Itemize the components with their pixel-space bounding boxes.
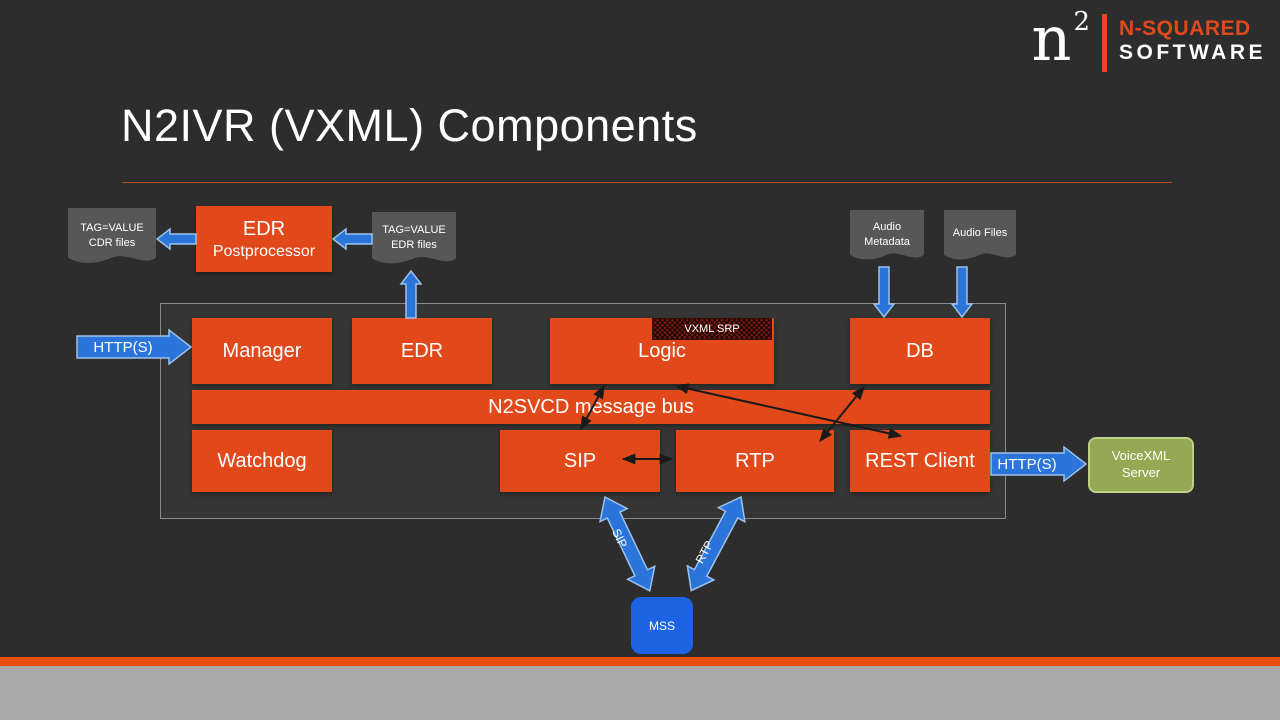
document-shape-icon — [68, 208, 156, 263]
logo-n2-mark: n2 — [1032, 8, 1090, 70]
box-edr-postprocessor: EDR Postprocessor — [196, 206, 332, 272]
logo-wordmark: N-SQUARED SOFTWARE — [1119, 8, 1266, 65]
document-shape-icon — [944, 210, 1016, 260]
doc-cdr-files: TAG=VALUE CDR files — [68, 208, 156, 270]
box-watchdog: Watchdog — [192, 430, 332, 492]
doc-audio-files-label: Audio Files — [952, 227, 1008, 239]
box-rest-client: REST Client — [850, 430, 990, 492]
arrow-postprocessor-to-cdr-doc — [155, 227, 197, 251]
arrow-edr-doc-to-postprocessor — [331, 227, 373, 251]
logo-brand-line2: SOFTWARE — [1119, 41, 1266, 64]
document-shape-icon — [372, 212, 456, 264]
box-voicexml-server: VoiceXML Server — [1088, 437, 1194, 493]
logo-n: n — [1031, 2, 1072, 75]
box-rtp: RTP — [676, 430, 834, 492]
sip-arrow-label: SIP — [609, 527, 630, 550]
footer-bar — [0, 666, 1280, 720]
doc-edr-files-label: TAG=VALUE EDR files — [382, 224, 446, 251]
box-mss: MSS — [631, 597, 693, 654]
box-db: DB — [850, 318, 990, 384]
doc-cdr-files-label: TAG=VALUE CDR files — [80, 222, 144, 249]
message-bus-bar: N2SVCD message bus — [192, 390, 990, 424]
logo-superscript-2: 2 — [1073, 7, 1090, 37]
rtp-arrow-label: RTP — [693, 538, 717, 566]
edr-postprocessor-line1: EDR — [242, 217, 286, 240]
slide-title: N2IVR (VXML) Components — [121, 100, 698, 151]
doc-edr-files: TAG=VALUE EDR files — [372, 212, 456, 270]
box-manager: Manager — [192, 318, 332, 384]
edr-postprocessor-line2: Postprocessor — [212, 242, 316, 260]
title-underline — [122, 182, 1172, 183]
logo: n2 N-SQUARED SOFTWARE — [1032, 8, 1266, 72]
logo-brand-line1: N-SQUARED — [1119, 17, 1251, 40]
doc-audio-metadata-label: Audio Metadata — [864, 221, 910, 248]
box-vxml-srp: VXML SRP — [652, 318, 772, 340]
doc-audio-metadata: Audio Metadata — [850, 210, 924, 266]
http-in-label: HTTP(S) — [93, 339, 152, 356]
box-edr: EDR — [352, 318, 492, 384]
doc-audio-files: Audio Files — [944, 210, 1016, 266]
logo-divider-bar — [1102, 14, 1107, 72]
document-shape-icon — [850, 210, 924, 260]
box-sip: SIP — [500, 430, 660, 492]
footer-accent-bar — [0, 657, 1280, 666]
http-out-label: HTTP(S) — [997, 456, 1056, 473]
